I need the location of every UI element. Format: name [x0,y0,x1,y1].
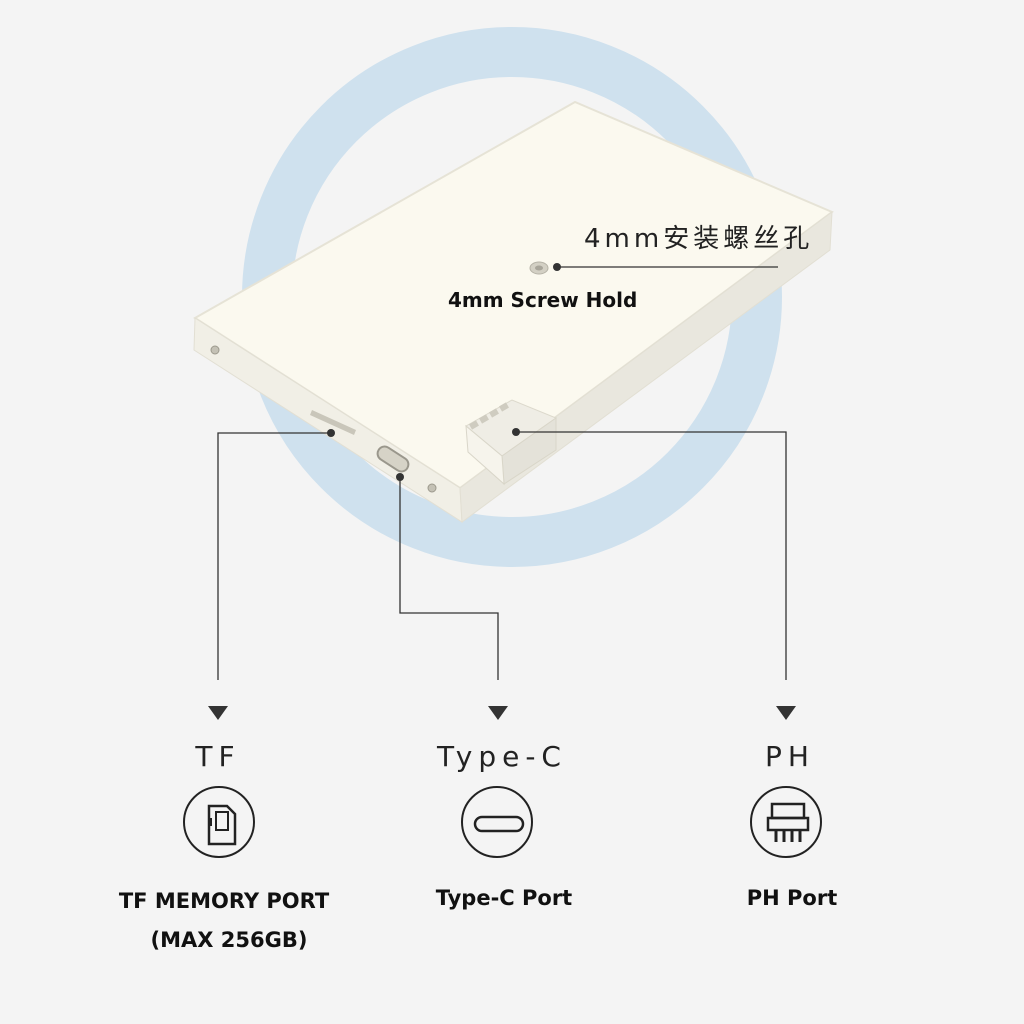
callout-lines [217,266,787,680]
typec-port-name: Type-C [437,740,567,773]
tf-callout-line [217,432,331,680]
ph-arrow-icon [776,706,796,720]
typec-callout-dot [396,473,404,481]
ph-port-name: PH [765,740,815,773]
side-screw-right [427,483,437,493]
side-screw-left [210,345,220,355]
usb-c-icon [461,786,533,858]
type-c-slot [376,445,410,473]
typec-arrow-icon [488,706,508,720]
typec-port-desc: Type-C Port [435,886,573,910]
tf-port-desc-line1: TF MEMORY PORT [118,889,330,913]
ph-pins [469,402,509,430]
ph-callout-line [516,431,787,680]
screw-callout-dot [553,263,561,271]
sd-card-icon [183,786,255,858]
tf-callout-dot [327,429,335,437]
screw-label-en: 4mm Screw Hold [448,288,638,312]
ph-connector-icon [750,786,822,858]
tf-slot [310,410,356,435]
screw-label-cn: 4mm安装螺丝孔 [584,224,814,254]
ph-callout-dot [512,428,520,436]
tf-port-name: TF [195,740,241,773]
device-body [193,100,834,523]
tf-port-desc-line2: (MAX 256GB) [150,928,308,952]
ph-port-desc: PH Port [746,886,838,910]
typec-callout-line [399,477,499,680]
tf-arrow-icon [208,706,228,720]
